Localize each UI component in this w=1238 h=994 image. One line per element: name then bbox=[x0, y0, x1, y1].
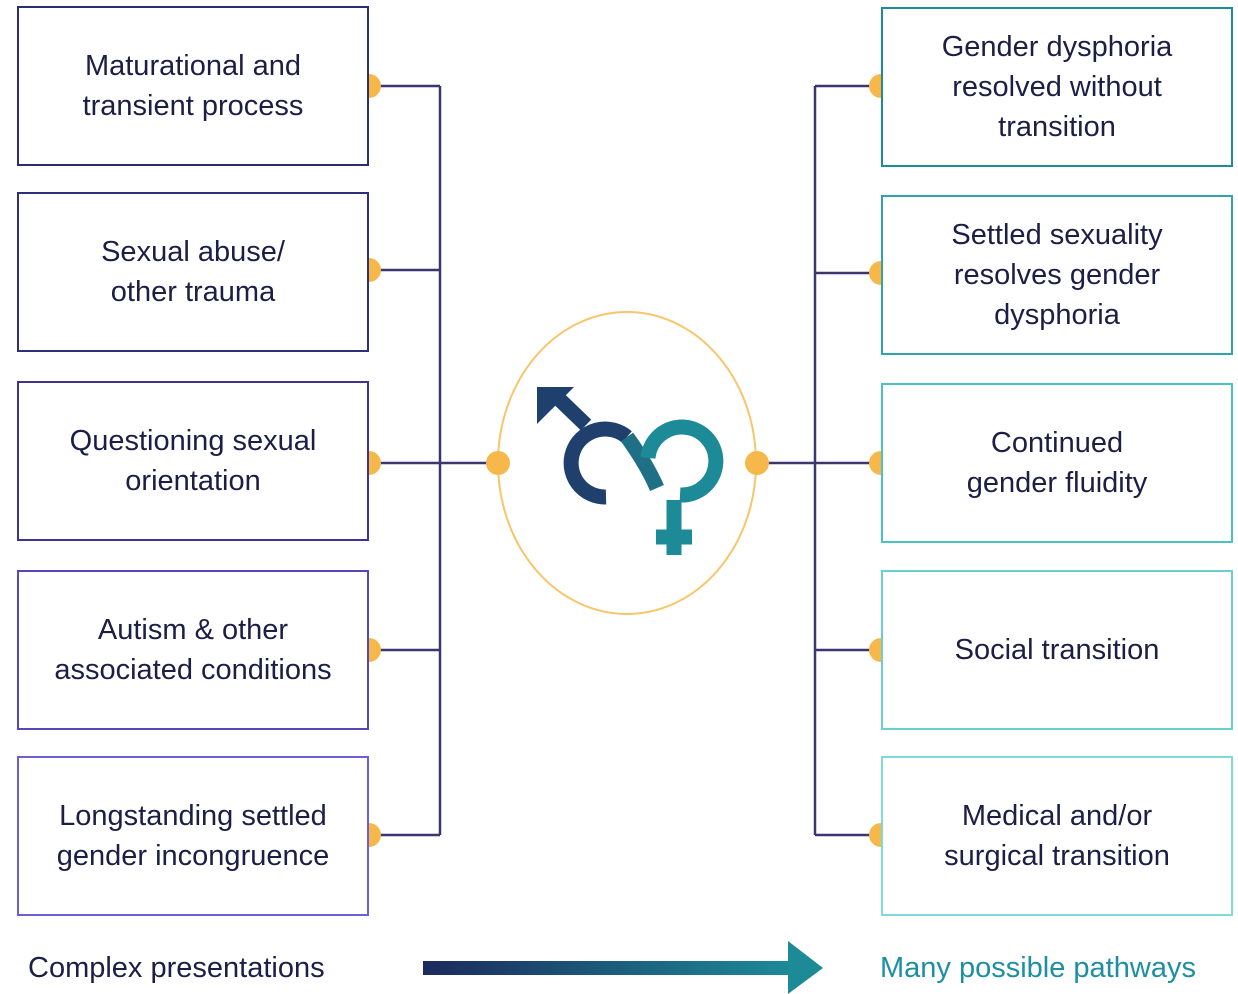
right-box-label: Settled sexuality resolves gender dyspho… bbox=[951, 219, 1163, 331]
left-box-trauma: Sexual abuse/ other trauma bbox=[17, 192, 369, 352]
gender-fluid-symbol-icon bbox=[537, 387, 724, 555]
flow-arrow bbox=[423, 941, 823, 994]
right-bracket bbox=[757, 84, 881, 837]
left-bracket bbox=[369, 84, 498, 837]
left-box-maturational: Maturational and transient process bbox=[17, 6, 369, 166]
right-box-social-transition: Social transition bbox=[881, 570, 1233, 730]
right-box-label: Medical and/or surgical transition bbox=[944, 800, 1170, 872]
left-box-label: Autism & other associated conditions bbox=[54, 614, 332, 686]
left-box-gender-incongruence: Longstanding settled gender incongruence bbox=[17, 756, 369, 916]
right-box-settled-sexuality: Settled sexuality resolves gender dyspho… bbox=[881, 195, 1233, 355]
right-box-label: Continued gender fluidity bbox=[966, 427, 1148, 499]
left-box-label: Longstanding settled gender incongruence bbox=[56, 800, 330, 872]
left-caption: Complex presentations bbox=[28, 952, 325, 984]
left-box-label: Maturational and transient process bbox=[82, 50, 304, 122]
left-box-label: Sexual abuse/ other trauma bbox=[101, 236, 285, 308]
left-box-sexual-orientation: Questioning sexual orientation bbox=[17, 381, 369, 541]
connector-nodes bbox=[357, 74, 893, 847]
right-caption: Many possible pathways bbox=[880, 952, 1196, 984]
right-box-label: Social transition bbox=[954, 634, 1160, 666]
right-box-resolved-without-transition: Gender dysphoria resolved without transi… bbox=[881, 7, 1233, 167]
left-box-label: Questioning sexual orientation bbox=[69, 425, 317, 497]
left-box-autism: Autism & other associated conditions bbox=[17, 570, 369, 730]
right-box-medical-transition: Medical and/or surgical transition bbox=[881, 756, 1233, 916]
right-box-label: Gender dysphoria resolved without transi… bbox=[941, 31, 1173, 143]
right-box-gender-fluidity: Continued gender fluidity bbox=[881, 383, 1233, 543]
